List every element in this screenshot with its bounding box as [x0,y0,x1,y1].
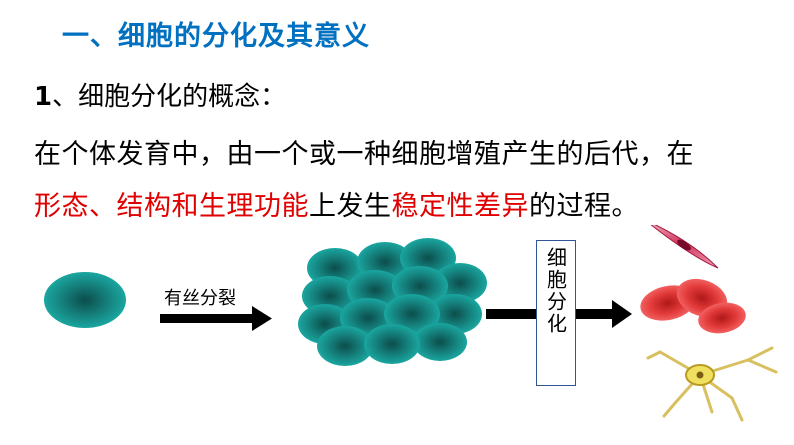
mitosis-label: 有丝分裂 [164,288,236,309]
cell-cluster [298,238,487,366]
arrow-segment [486,309,536,319]
differentiation-diagram [44,225,778,422]
definition-line-1: 在个体发育中，由一个或一种细胞增殖产生的后代，在 [34,139,694,170]
muscle-cell [650,225,719,269]
differentiation-arrow [576,300,632,328]
highlight-stable-difference: 稳定性差异 [391,191,529,222]
definition-line-2: 形态、结构和生理功能上发生稳定性差异的过程。 [34,184,639,223]
mitosis-arrow [160,306,272,331]
single-cell [44,272,126,328]
neuron-cell [646,346,778,422]
slide-title: 一、细胞的分化及其意义 [62,21,370,52]
differentiation-box: 细胞分化 [536,240,576,386]
definition-text-occur: 上发生 [309,191,392,222]
differentiation-label: 细胞分化 [543,247,568,335]
concept-heading: 1、细胞分化的概念： [34,76,286,113]
concept-heading-text: 、细胞分化的概念： [52,82,287,112]
concept-number: 1 [34,82,53,112]
highlight-morphology-structure-function: 形态、结构和生理功能 [34,191,309,222]
red-blood-cells [640,278,746,334]
definition-text-process: 的过程。 [529,191,639,222]
